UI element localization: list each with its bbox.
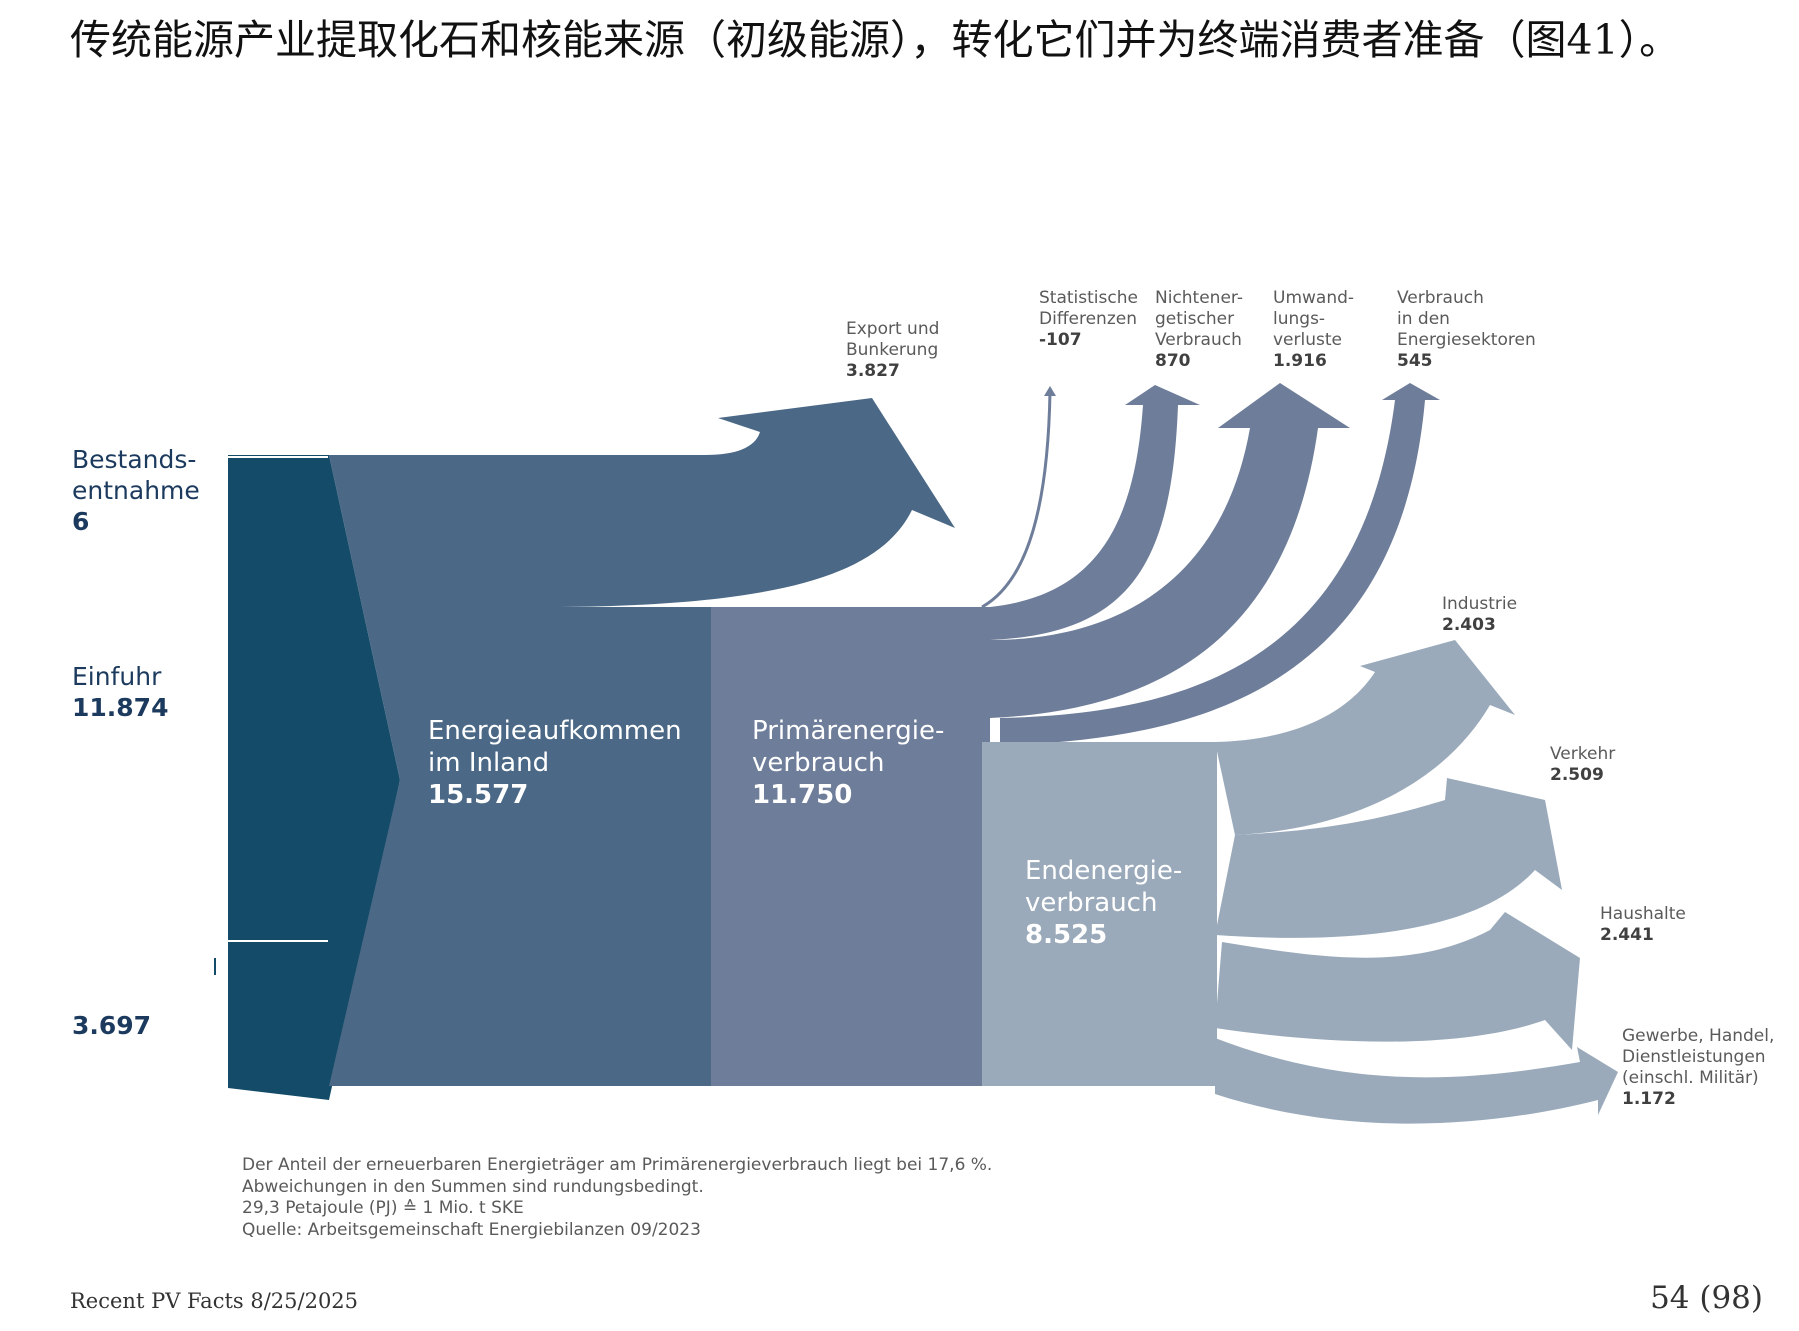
label-nichtenergetisch-line3: Verbrauch [1155,330,1242,350]
value-statistische-differenzen: -107 [1039,330,1082,350]
page-heading: 传统能源产业提取化石和核能来源（初级能源），转化它们并为终端消费者准备（图41）… [70,16,1681,64]
label-einfuhr-name: Einfuhr [72,662,162,691]
label-energiesektoren-line1: Verbrauch [1397,288,1484,308]
label-primary-line1: Primärenergie- [752,716,945,746]
source-block [228,455,400,1100]
arrow-nichtenergetischer-verbrauch [990,385,1200,640]
label-statistische-line2: Differenzen [1039,309,1137,329]
label-industrie: Industrie 2.403 [1442,594,1517,636]
label-primary: Primärenergie- verbrauch 11.750 [752,715,944,811]
page-number: 54 (98) [1650,1280,1763,1316]
value-verkehr: 2.509 [1550,765,1604,785]
label-gewerbe-handel: Gewerbe, Handel, Dienstleistungen (einsc… [1622,1026,1774,1110]
arrow-haushalte [1215,912,1580,1050]
value-export: 3.827 [846,361,900,381]
label-source-3: 3.697 [72,1010,151,1041]
value-primary: 11.750 [752,780,853,810]
label-inland: Energieaufkommen im Inland 15.577 [428,715,682,811]
label-einfuhr: Einfuhr 11.874 [72,661,168,723]
label-umwandlung-line1: Umwand- [1273,288,1355,308]
arrowhead-statistische-differenzen [1044,386,1056,396]
label-umwandlung-line2: lungs- [1273,309,1326,329]
arrow-statistische-differenzen [981,391,1052,609]
value-nichtenergetischer-verbrauch: 870 [1155,351,1191,371]
value-inland: 15.577 [428,780,529,810]
label-industrie-name: Industrie [1442,594,1518,614]
note-source: Quelle: Arbeitsgemeinschaft Energiebilan… [242,1219,701,1240]
value-source-3: 3.697 [72,1011,152,1040]
value-gewerbe-handel: 1.172 [1622,1089,1676,1109]
label-gewerbe-line1: Gewerbe, Handel, [1622,1026,1775,1046]
label-final-line2: verbrauch [1025,888,1158,918]
label-bestandsentnahme: Bestands- entnahme 6 [72,444,200,537]
value-einfuhr: 11.874 [72,693,169,722]
label-statistische-differenzen: Statistische Differenzen -107 [1039,288,1138,351]
label-gewerbe-line3: (einschl. Militär) [1622,1068,1759,1088]
label-verkehr: Verkehr 2.509 [1550,744,1615,786]
footer-title: Recent PV Facts 8/25/2025 [70,1289,359,1313]
label-verbrauch-energiesektoren: Verbrauch in den Energiesektoren 545 [1397,288,1536,372]
label-umwandlungsverluste: Umwand- lungs- verluste 1.916 [1273,288,1354,372]
label-final-line1: Endenergie- [1025,856,1183,886]
final-block [982,742,1217,1086]
label-haushalte: Haushalte 2.441 [1600,904,1686,946]
label-export-line1: Export und [846,319,940,339]
label-nichtenergetisch-line1: Nichtener- [1155,288,1243,308]
value-haushalte: 2.441 [1600,925,1654,945]
value-bestandsentnahme: 6 [72,507,90,536]
label-gewerbe-line2: Dienstleistungen [1622,1047,1766,1067]
label-inland-line1: Energieaufkommen [428,716,682,746]
value-final: 8.525 [1025,920,1108,950]
label-bestandsentnahme-line2: entnahme [72,476,200,505]
label-umwandlung-line3: verluste [1273,330,1342,350]
label-energiesektoren-line2: in den [1397,309,1450,329]
label-final: Endenergie- verbrauch 8.525 [1025,855,1182,951]
diagram-notes: Der Anteil der erneuerbaren Energieträge… [242,1155,992,1241]
inland-block [329,455,711,1086]
label-verkehr-name: Verkehr [1550,744,1616,764]
label-nichtenergetisch-line2: getischer [1155,309,1235,329]
label-bestandsentnahme-line1: Bestands- [72,445,197,474]
arrow-umwandlungsverluste [990,383,1350,718]
value-industrie: 2.403 [1442,615,1496,635]
note-renewable-share: Der Anteil der erneuerbaren Energieträge… [242,1155,993,1175]
label-energiesektoren-line3: Energiesektoren [1397,330,1536,350]
note-rounding: Abweichungen in den Summen sind rundungs… [242,1176,704,1197]
label-export: Export und Bunkerung 3.827 [846,319,939,382]
label-export-line2: Bunkerung [846,340,939,360]
value-umwandlungsverluste: 1.916 [1273,351,1327,371]
primary-block [711,607,990,1086]
value-verbrauch-energiesektoren: 545 [1397,351,1433,371]
note-unit-conversion: 29,3 Petajoule (PJ) ≙ 1 Mio. t SKE [242,1198,524,1218]
arrow-industrie [1215,640,1515,835]
label-haushalte-name: Haushalte [1600,904,1686,924]
label-statistische-line1: Statistische [1039,288,1138,308]
arrow-gewerbe-handel [1215,1038,1618,1124]
label-nichtenergetischer-verbrauch: Nichtener- getischer Verbrauch 870 [1155,288,1243,372]
arrow-verbrauch-energiesektoren [1000,383,1440,745]
arrow-verkehr [1215,778,1562,938]
label-inland-line2: im Inland [428,748,550,778]
label-primary-line2: verbrauch [752,748,885,778]
